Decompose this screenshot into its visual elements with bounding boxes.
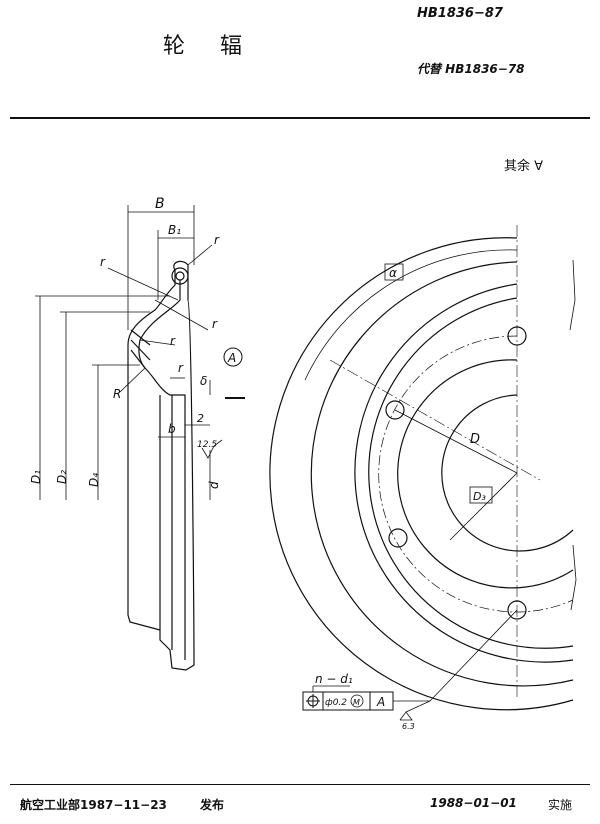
leader-R <box>119 367 146 393</box>
roughness-mark-2 <box>399 711 413 721</box>
label-delta: δ <box>200 374 207 388</box>
hatch <box>130 339 151 361</box>
rim-outer <box>269 237 574 711</box>
label-r-low: r <box>178 361 184 375</box>
bead-circle <box>171 267 189 285</box>
standard-number: HB1836−87 <box>417 6 503 21</box>
footer-impl-date: 1988−01−01 <box>430 796 517 810</box>
leader-r-top <box>187 244 213 266</box>
label-D4: D₄ <box>87 473 101 487</box>
dim-d3-leader <box>449 472 518 541</box>
footer-issuer: 航空工业部1987−11−23 <box>20 798 167 812</box>
label-b: b <box>168 422 176 436</box>
alpha-box <box>384 263 404 281</box>
label-D: D <box>470 432 480 447</box>
label-n-d1: n − d₁ <box>315 672 353 686</box>
label-2: 2 <box>197 412 204 425</box>
fcf-leader-2 <box>429 609 518 702</box>
roughness-mark <box>201 439 223 459</box>
label-rough-6-3: 6.3 <box>402 722 415 731</box>
angle-arc <box>304 249 518 381</box>
label-B1: B₁ <box>168 223 181 237</box>
label-r-top: r <box>214 233 220 247</box>
roughness-icon: ∀ <box>534 159 544 174</box>
label-D2: D₂ <box>55 470 69 484</box>
centerline-diag <box>329 359 541 481</box>
mmc-circle <box>350 694 364 708</box>
label-fcf-ref: A <box>376 695 385 709</box>
d3-box <box>469 486 493 504</box>
label-R: R <box>113 387 121 401</box>
rim-3 <box>354 283 574 663</box>
bolt-hole <box>385 400 405 420</box>
hatch <box>130 349 146 369</box>
footer-publish: 发布 <box>200 798 225 812</box>
label-tolerance: ф0.2 <box>325 698 347 708</box>
surface-finish-rest: 其余 ∀ <box>504 155 543 174</box>
label-r-right: r <box>212 317 218 331</box>
section-view <box>35 205 245 671</box>
label-datum-A: A <box>227 351 236 365</box>
label-r-left: r <box>100 255 106 269</box>
leader-r-right <box>154 299 209 331</box>
leader-r-mid <box>139 339 176 346</box>
profile-inner <box>138 280 186 660</box>
bolt-hole <box>388 528 408 548</box>
bead-circle-inner <box>175 271 185 281</box>
label-mmc: M <box>353 698 360 707</box>
footer-rule <box>10 784 590 785</box>
break-line-bottom <box>570 544 577 611</box>
label-alpha: α <box>389 266 397 280</box>
leader-r-left <box>107 267 179 301</box>
bolt-circle <box>378 335 574 613</box>
front-view <box>269 225 577 721</box>
label-d: d <box>207 481 221 489</box>
label-D3: D₃ <box>473 490 486 503</box>
label-B: B <box>155 196 165 212</box>
rim-2 <box>310 261 574 687</box>
footer-impl: 实施 <box>548 798 573 812</box>
label-D1: D₁ <box>29 470 43 484</box>
document-title: 轮 辐 <box>163 34 256 59</box>
hatch <box>130 329 151 346</box>
hub-step <box>397 359 574 589</box>
label-rough-12-5: 12.5 <box>197 440 217 450</box>
header-rule <box>10 117 590 119</box>
bore-circle <box>441 394 574 552</box>
replaces-standard: 代替 HB1836−78 <box>417 62 525 76</box>
label-r-mid: r <box>170 334 176 348</box>
roughness-leader-2 <box>405 700 431 713</box>
dim-d-leader <box>394 409 518 474</box>
datum-a-circle <box>223 347 243 367</box>
break-line-top <box>569 259 576 331</box>
profile-outer <box>127 260 195 671</box>
rest-label: 其余 <box>504 159 531 174</box>
